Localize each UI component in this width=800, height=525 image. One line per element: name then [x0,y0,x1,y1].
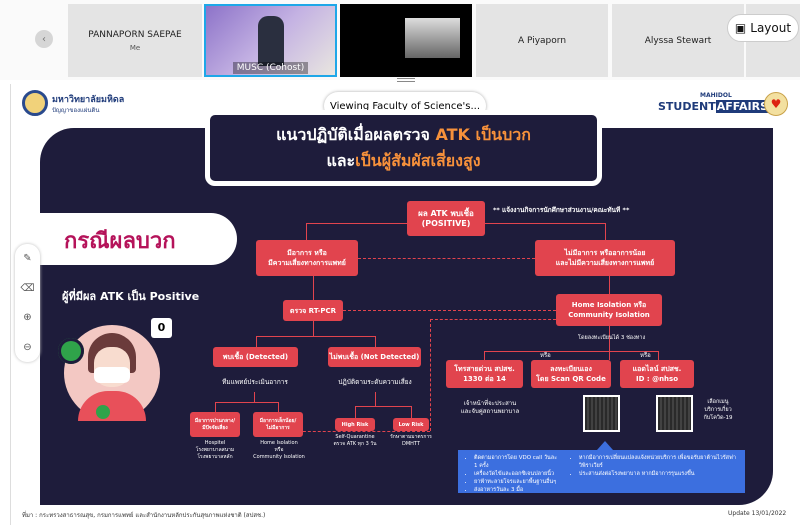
prev-participants-button[interactable]: ‹ [35,30,53,48]
moderate-box: มีอาการปานกลาง/มีปัจจัยเสี่ยง [190,412,240,437]
home-isolation-services: ติดตามอาการโดย VDO call วันละ 1 ครั้งเคร… [458,450,745,493]
annotation-toolbar: ✎ ⌫ ⊕ ⊖ [15,244,40,362]
line-box: แอดไลน์ สปสช.ID : @nhso [620,360,694,388]
participant-tile[interactable] [340,4,472,77]
infographic-title: แนวปฏิบัติเมื่อผลตรวจ ATK เป็นบวก และเป็… [205,110,602,186]
participant-tile-active-speaker[interactable]: MUSC (Cohost) [204,4,337,77]
layout-button[interactable]: ▣Layout [727,14,799,42]
asymptomatic-box: ไม่มีอาการ หรืออาการน้อยและไม่มีความเสี่… [535,240,675,276]
chevron-left-icon: ‹ [42,33,46,45]
eraser-icon[interactable]: ⌫ [20,282,35,294]
rt-pcr-box: ตรวจ RT-PCR [283,300,343,321]
not-detected-box: ไม่พบเชื้อ (Not Detected) [328,347,421,367]
virus-icon [58,338,84,364]
mild-box: มีอาการเล็กน้อย/ไม่มีอาการ [253,412,303,437]
participant-tile[interactable]: A Piyaporn [476,4,608,77]
patient-illustration [64,325,160,421]
high-risk-box: High Risk [335,418,375,431]
zoom-in-icon[interactable]: ⊕ [23,312,32,324]
qr-code-register [583,395,620,432]
callout-pointer [597,441,613,450]
layout-icon: ▣ [734,21,747,35]
draw-icon[interactable]: ✎ [23,253,32,265]
qr-code-line [656,395,693,432]
case-heading: กรณีผลบวก [40,213,237,265]
detected-box: พบเชื้อ (Detected) [213,347,298,367]
student-affairs-logo: STUDENTAFFAIRS [658,100,769,113]
resize-handle[interactable] [397,78,415,82]
mahidol-seal-logo [22,90,48,116]
heart-emblem-logo: ♥ [764,92,788,116]
qr-register-box: ลงทะเบียนเองโดย Scan QR Code [531,360,611,388]
speaker-video [258,16,284,66]
room-video [405,18,460,58]
hotline-box: โทรสายด่วน สปสช.1330 ต่อ 14 [446,360,523,388]
symptomatic-box: มีอาการ หรือมีความเสี่ยงทางการแพทย์ [256,240,358,276]
positive-result-box: ผล ATK พบเชื้อ(POSITIVE) [407,201,485,236]
low-risk-box: Low Risk [393,418,429,431]
virus-icon [96,405,110,419]
zoom-out-icon[interactable]: ⊖ [23,341,32,353]
participant-tile[interactable]: Alyssa Stewart [612,4,744,77]
count-badge: 0 [151,318,172,338]
